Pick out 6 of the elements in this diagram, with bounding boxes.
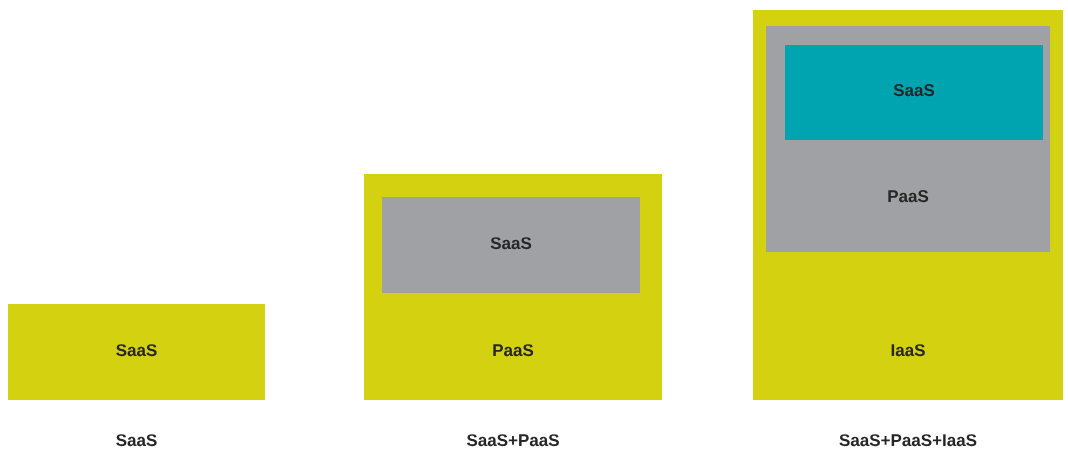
- caption: SaaS: [116, 434, 157, 447]
- box: SaaS: [785, 45, 1043, 140]
- box: SaaS: [382, 197, 640, 293]
- caption: SaaS+PaaS+IaaS: [839, 434, 977, 447]
- box: SaaS: [8, 304, 265, 400]
- caption: SaaS+PaaS: [466, 434, 559, 447]
